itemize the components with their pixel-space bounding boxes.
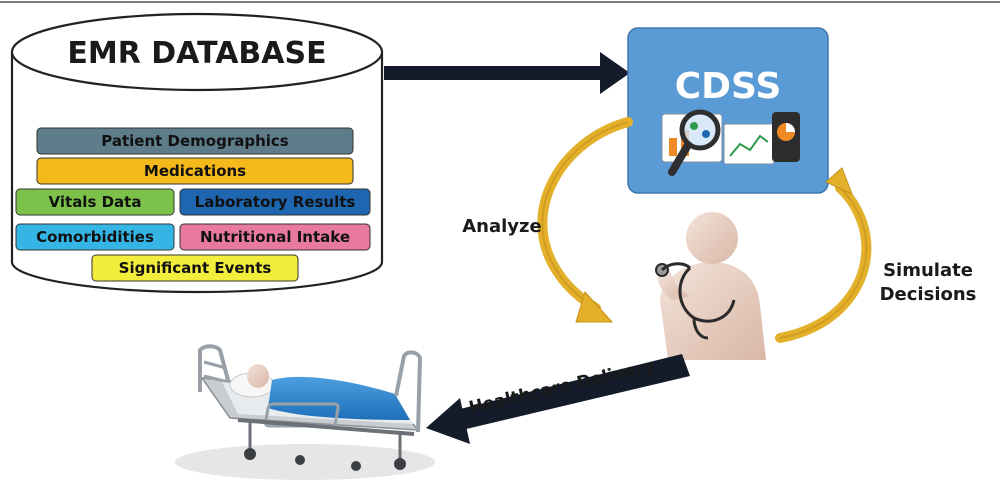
db-item-significant-events: Significant Events: [91, 254, 299, 282]
analyze-cycle-arrow: [537, 117, 633, 323]
arrow-db-to-cdss: [384, 52, 630, 94]
cdss-label: CDSS: [675, 66, 782, 107]
hospital-bed-with-patient: [175, 344, 435, 480]
db-item-comorbidities: Comorbidities: [15, 223, 175, 251]
db-item-label: Comorbidities: [36, 228, 154, 246]
db-item-label: Laboratory Results: [195, 193, 356, 211]
db-item-patient-demographics: Patient Demographics: [36, 127, 354, 155]
db-item-nutritional-intake: Nutritional Intake: [179, 223, 371, 251]
doctor-figure-with-stethoscope: [655, 212, 766, 360]
db-item-label: Vitals Data: [49, 193, 142, 211]
db-item-label: Medications: [144, 162, 246, 180]
db-item-label: Nutritional Intake: [200, 228, 350, 246]
cdss-box: CDSS: [627, 27, 829, 194]
db-item-medications: Medications: [36, 157, 354, 185]
db-item-laboratory-results: Laboratory Results: [179, 188, 371, 216]
simulate-cycle-arrow: [775, 167, 872, 343]
db-item-label: Patient Demographics: [101, 132, 289, 150]
db-item-list: Patient Demographics Medications Vitals …: [15, 127, 371, 282]
simulate-label-line1: Simulate: [883, 260, 973, 281]
simulate-label-line2: Decisions: [880, 284, 977, 305]
analytics-dashboard-icon: [661, 109, 800, 176]
db-item-label: Significant Events: [119, 259, 272, 277]
db-title: EMR DATABASE: [67, 36, 326, 71]
healthcare-delivery-arrow: [426, 354, 690, 444]
db-item-vitals-data: Vitals Data: [15, 188, 175, 216]
analyze-label: Analyze: [462, 216, 541, 237]
